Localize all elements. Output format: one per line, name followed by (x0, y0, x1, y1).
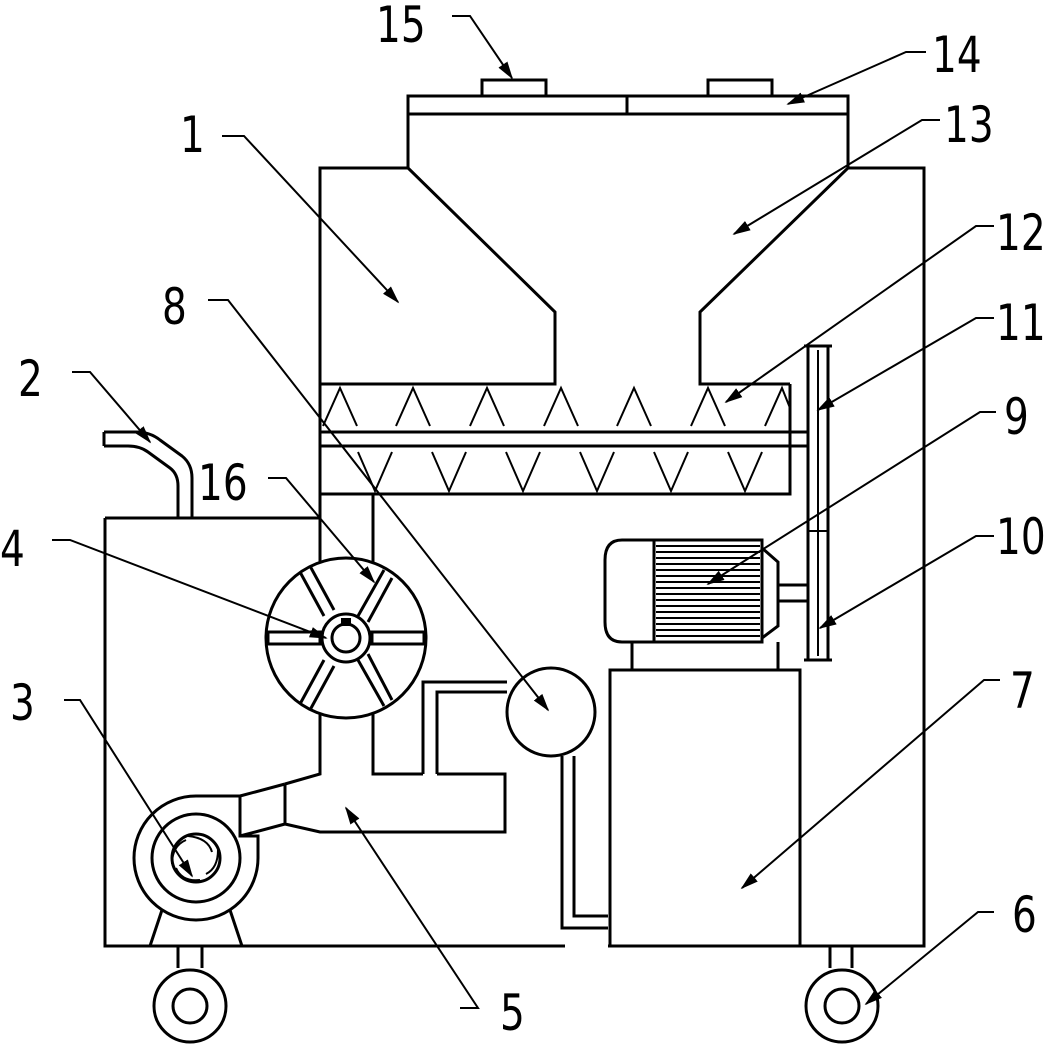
callout-1: 1 (180, 110, 205, 160)
motor (605, 540, 808, 670)
leader-7 (742, 680, 1000, 888)
screw-conveyor (320, 384, 808, 494)
tank (610, 670, 800, 946)
motor-fins (656, 546, 760, 636)
leader-11 (818, 318, 994, 410)
lid (408, 80, 848, 114)
callout-9: 9 (1004, 392, 1029, 442)
callout-4: 4 (0, 524, 25, 574)
leader-10 (820, 536, 994, 628)
callout-16: 16 (198, 458, 248, 508)
leader-12 (726, 226, 994, 402)
callout-7: 7 (1010, 666, 1035, 716)
callout-5: 5 (500, 988, 525, 1038)
leader-lines (52, 16, 1000, 1008)
callout-13: 13 (944, 100, 994, 150)
inlet-pipe (104, 432, 192, 518)
callout-3: 3 (10, 678, 35, 728)
belt-drive (804, 346, 832, 660)
callout-6: 6 (1012, 890, 1037, 940)
leader-8 (208, 300, 548, 710)
leader-4 (52, 540, 326, 638)
leader-5 (346, 808, 478, 1008)
rotary-valve (266, 494, 426, 784)
leader-6 (866, 912, 994, 1004)
callout-10: 10 (996, 512, 1046, 562)
callout-2: 2 (18, 354, 43, 404)
hopper (320, 114, 848, 384)
pump (423, 668, 608, 928)
blower (134, 796, 258, 946)
callout-14: 14 (932, 30, 982, 80)
callout-15: 15 (376, 0, 426, 50)
leader-15 (452, 16, 512, 78)
outlet-duct (240, 774, 505, 836)
callout-12: 12 (996, 208, 1046, 258)
callout-8: 8 (162, 282, 187, 332)
callout-11: 11 (996, 298, 1046, 348)
leader-1 (222, 136, 398, 302)
